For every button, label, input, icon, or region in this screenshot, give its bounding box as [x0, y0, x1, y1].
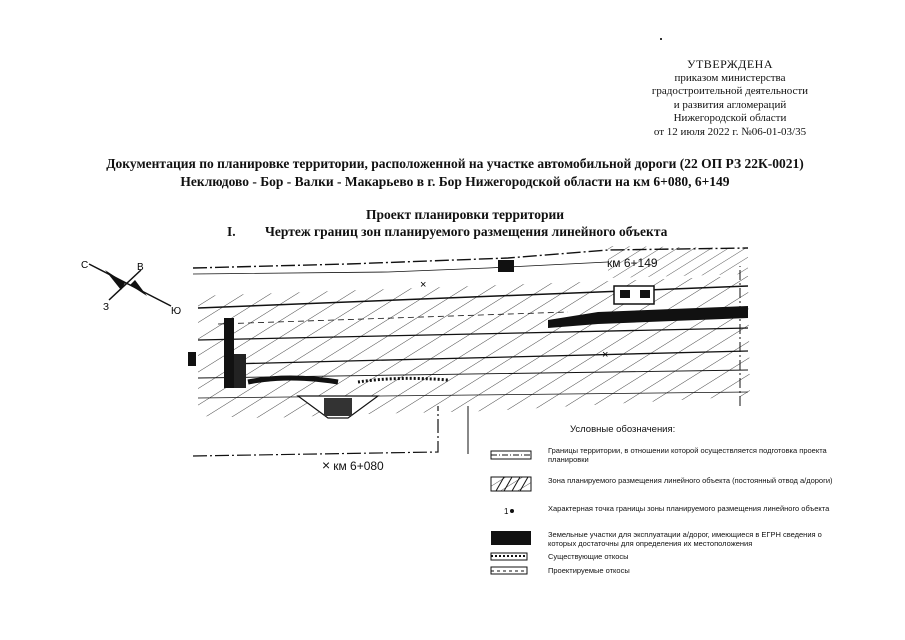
- approval-line: от 12 июля 2022 г. №06-01-03/35: [653, 125, 807, 138]
- approval-line: и развития агломераций: [673, 98, 787, 111]
- land-parcel: [548, 306, 748, 328]
- km-label-bottom: ×км 6+080: [322, 457, 384, 473]
- carriageway-line: [197, 327, 749, 341]
- legend-text: Существующие откосы: [548, 552, 629, 561]
- approval-line: Нижегородской области: [673, 112, 787, 124]
- existing-slope-icon: [490, 552, 528, 561]
- approval-line: градостроительной деятельности: [651, 85, 809, 97]
- axis-line: [217, 311, 569, 325]
- existing-slope: [247, 375, 339, 385]
- boundary-line-icon: [490, 450, 532, 460]
- carriageway-line: [197, 391, 749, 399]
- svg-text:1: 1: [504, 507, 509, 516]
- legend-text: Зона планируемого размещения линейного о…: [548, 476, 833, 485]
- approval-line: приказом министерства: [674, 71, 786, 84]
- structure-mark: [620, 290, 630, 298]
- hatched-zone-icon: [490, 476, 532, 492]
- compass-south: Ю: [171, 306, 181, 317]
- section-title: Чертеж границ зон планируемого размещени…: [265, 224, 668, 239]
- speck: [660, 38, 662, 40]
- project-title: Проект планировки территории: [365, 207, 565, 222]
- approval-stamp: УТВЕРЖДЕНА приказом министерства градост…: [560, 57, 900, 139]
- document-title-line-2: Неклюдово - Бор - Валки - Макарьево в г.…: [180, 174, 730, 189]
- point-icon: 1: [504, 507, 514, 516]
- boundary-line-bottom: [192, 406, 439, 457]
- designed-slope: [357, 376, 449, 384]
- document-title-line-1: Документация по планировке территории, р…: [106, 156, 804, 171]
- legend-title: Условные обозначения:: [570, 424, 676, 435]
- km-label-top: км 6+149: [607, 256, 658, 270]
- slope-funnel-fill: [324, 398, 352, 416]
- compass-east: В: [137, 262, 144, 273]
- road-edge-line: [192, 261, 609, 275]
- planning-drawing: × ×: [188, 246, 750, 457]
- slope-block: [234, 354, 246, 388]
- boundary-line-top: [192, 247, 749, 269]
- compass-west: З: [103, 302, 109, 313]
- carriageway-line: [227, 350, 749, 365]
- designed-slope-icon: [490, 566, 528, 575]
- land-parcel-small: [498, 260, 514, 272]
- compass-north: С: [81, 260, 88, 271]
- section-number: I.: [227, 224, 236, 239]
- document-title: Документация по планировке территории, р…: [40, 155, 870, 191]
- compass-rose-icon: С В З Ю: [81, 260, 181, 317]
- hatched-zone-top: [608, 246, 748, 278]
- km-marker-cross: ×: [602, 349, 608, 361]
- parcel-edge: [188, 352, 196, 366]
- approval-heading: УТВЕРЖДЕНА: [686, 57, 773, 71]
- legend-text: Земельные участки для эксплуатации а/дор…: [548, 530, 822, 548]
- km-marker: ×: [322, 457, 331, 473]
- land-parcel-icon: [491, 531, 531, 545]
- km-label-bottom-text: км 6+080: [333, 459, 384, 473]
- carriageway-line: [197, 285, 749, 309]
- legend-text: Границы территории, в отношении которой …: [548, 446, 827, 464]
- structure-mark: [640, 290, 650, 298]
- legend-text: Характерная точка границы зоны планируем…: [548, 504, 830, 513]
- land-parcel-left: [224, 318, 234, 388]
- legend-text: Проектируемые откосы: [548, 566, 630, 575]
- km-marker-cross: ×: [420, 279, 426, 291]
